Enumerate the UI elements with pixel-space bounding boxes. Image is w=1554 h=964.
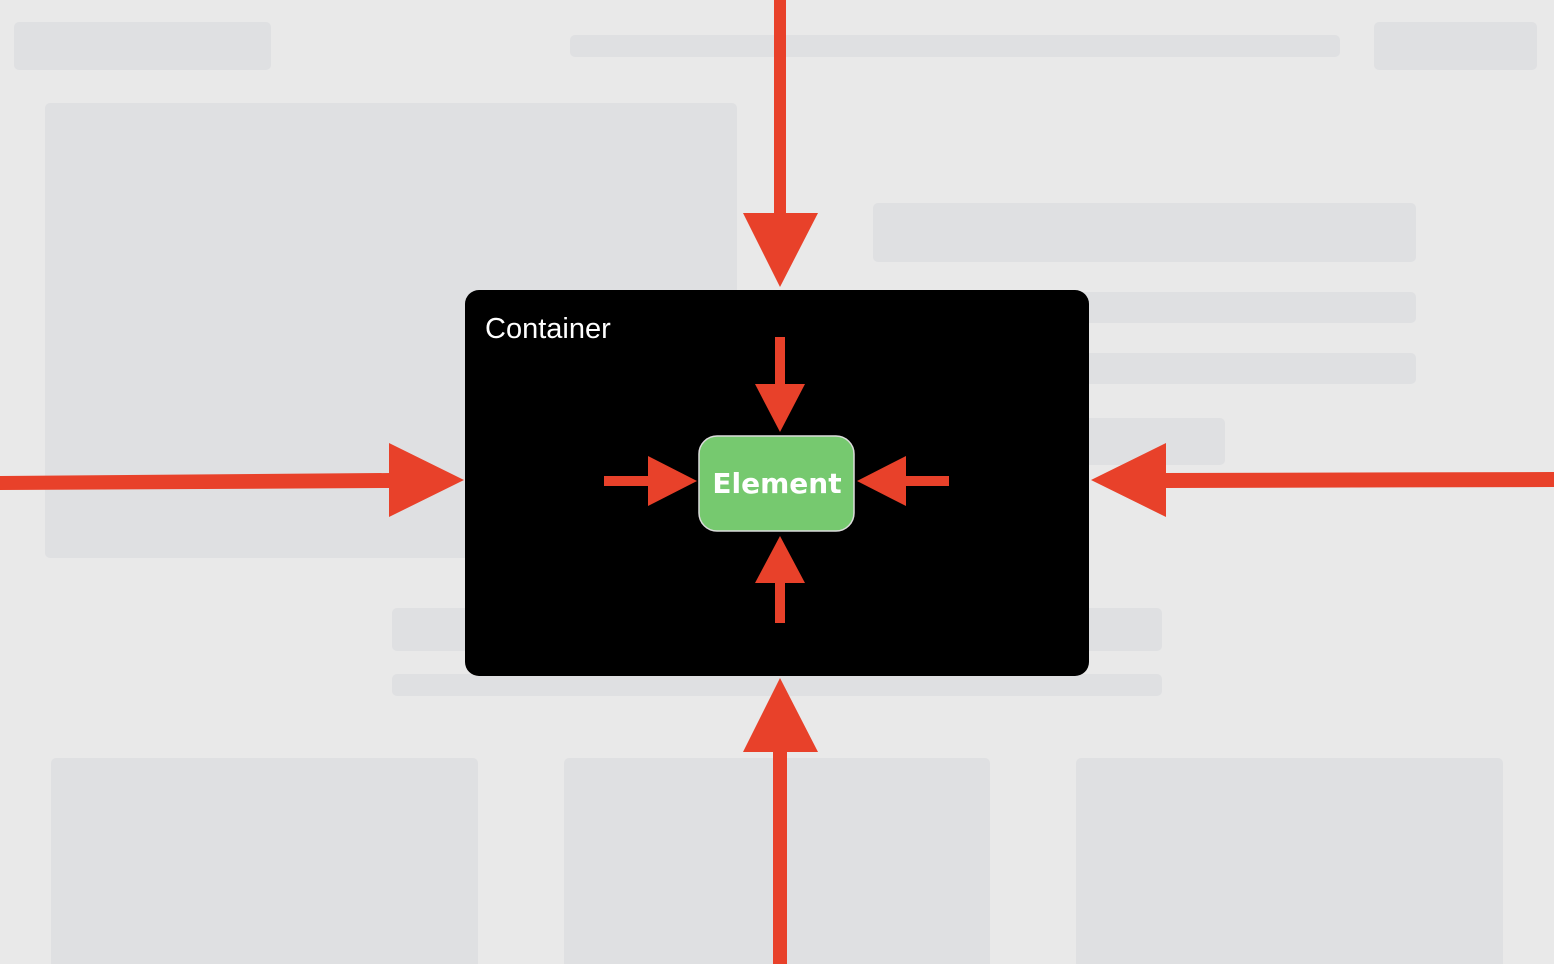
arrow-left-icon xyxy=(1091,443,1554,517)
arrow-left-icon xyxy=(857,456,949,506)
placeholder-header-button xyxy=(1374,22,1537,70)
placeholder-card xyxy=(1076,758,1503,964)
container-label: Container xyxy=(485,313,611,345)
arrow-up-icon xyxy=(755,536,805,623)
element-box: Element xyxy=(698,435,855,532)
arrow-up-icon xyxy=(743,678,818,964)
arrow-down-icon xyxy=(743,0,818,287)
element-label: Element xyxy=(712,467,841,500)
placeholder-card xyxy=(51,758,478,964)
inner-arrows xyxy=(604,337,949,623)
arrow-down-icon xyxy=(755,337,805,432)
arrow-right-icon xyxy=(0,443,464,517)
placeholder-nav-bar xyxy=(570,35,1340,57)
placeholder-logo xyxy=(14,22,271,70)
arrow-right-icon xyxy=(604,456,697,506)
placeholder-heading xyxy=(873,203,1416,262)
